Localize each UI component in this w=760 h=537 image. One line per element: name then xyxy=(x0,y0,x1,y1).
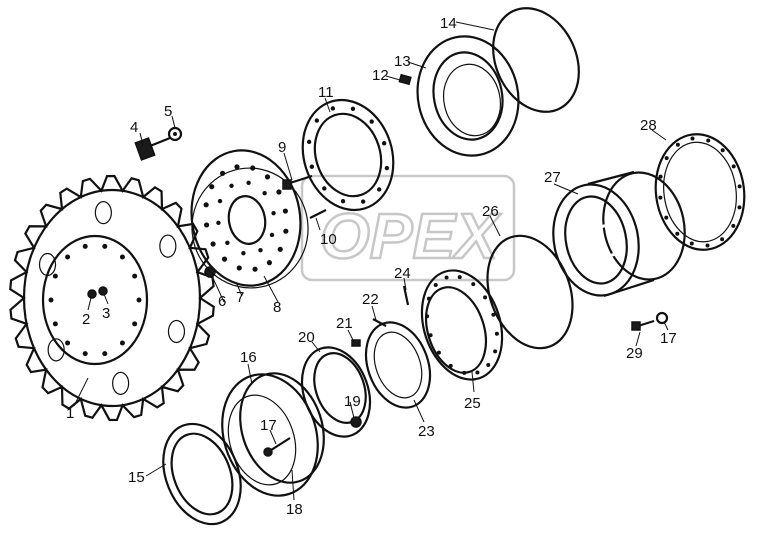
pin-part-22 xyxy=(372,318,387,327)
nut-part-19 xyxy=(350,416,362,428)
callout-7: 7 xyxy=(236,289,244,306)
drum-housing-part-27 xyxy=(552,170,686,298)
sprocket-part-1 xyxy=(9,174,215,422)
callout-25: 25 xyxy=(464,395,481,412)
callout-20: 20 xyxy=(298,329,315,346)
callout-6: 6 xyxy=(218,293,226,310)
o-ring-part-14 xyxy=(492,7,580,113)
callout-5: 5 xyxy=(164,103,172,120)
bolt-part-29 xyxy=(631,319,655,331)
callout-labels: 1 2 3 4 5 6 7 8 9 10 11 12 13 14 15 16 1… xyxy=(66,15,677,518)
gasket-28-holes xyxy=(658,136,742,248)
callout-12: 12 xyxy=(372,67,389,84)
callout-27: 27 xyxy=(544,169,561,186)
bearing-ring-part-23 xyxy=(364,321,432,409)
callout-28: 28 xyxy=(640,117,657,134)
nut-part-17-right xyxy=(655,311,669,325)
callout-24: 24 xyxy=(394,265,411,282)
sprocket-teeth xyxy=(9,174,215,422)
callout-10: 10 xyxy=(320,231,337,248)
pin-part-24 xyxy=(402,285,410,306)
watermark-text: OPEX xyxy=(320,200,501,272)
leader-lines xyxy=(73,21,669,501)
callout-22: 22 xyxy=(362,291,379,308)
washer-part-5 xyxy=(167,126,183,142)
pin-part-12 xyxy=(398,73,412,86)
sprocket-windows xyxy=(38,201,186,395)
callout-1: 1 xyxy=(66,405,74,422)
pin-part-10 xyxy=(309,209,327,219)
gasket-11-holes xyxy=(306,106,390,204)
callout-11: 11 xyxy=(318,84,334,101)
callout-8: 8 xyxy=(273,299,281,316)
callout-23: 23 xyxy=(418,423,435,440)
flange-ring-part-25 xyxy=(420,269,504,381)
flange-ring-25-holes xyxy=(425,275,499,375)
callout-26: 26 xyxy=(482,203,499,220)
flange-bolt-holes xyxy=(203,164,289,272)
callout-29: 29 xyxy=(626,345,643,362)
callout-15: 15 xyxy=(128,469,145,486)
callout-18: 18 xyxy=(286,501,303,518)
callout-16: 16 xyxy=(240,349,257,366)
flange-plate-part-8 xyxy=(190,149,309,289)
watermark: OPEX xyxy=(300,174,516,282)
callout-4: 4 xyxy=(130,119,138,136)
nut-part-6 xyxy=(204,266,216,278)
callout-3: 3 xyxy=(102,305,110,322)
callout-9: 9 xyxy=(278,139,286,156)
sprocket-bolt-holes xyxy=(48,243,142,357)
callout-13: 13 xyxy=(394,53,411,70)
seal-housing-part-13 xyxy=(416,35,520,157)
callout-2: 2 xyxy=(82,311,90,328)
pin-part-21 xyxy=(351,339,361,347)
callout-21: 21 xyxy=(336,315,353,332)
callout-19: 19 xyxy=(344,393,361,410)
gasket-part-11 xyxy=(301,98,395,212)
bearing-race-part-20 xyxy=(300,346,372,438)
callout-14: 14 xyxy=(440,15,457,32)
gasket-part-28 xyxy=(654,133,746,251)
bolt-part-4 xyxy=(134,136,171,161)
callout-17-right: 17 xyxy=(660,330,677,347)
bolt-part-17 xyxy=(263,437,291,457)
callout-17-left: 17 xyxy=(260,417,277,434)
